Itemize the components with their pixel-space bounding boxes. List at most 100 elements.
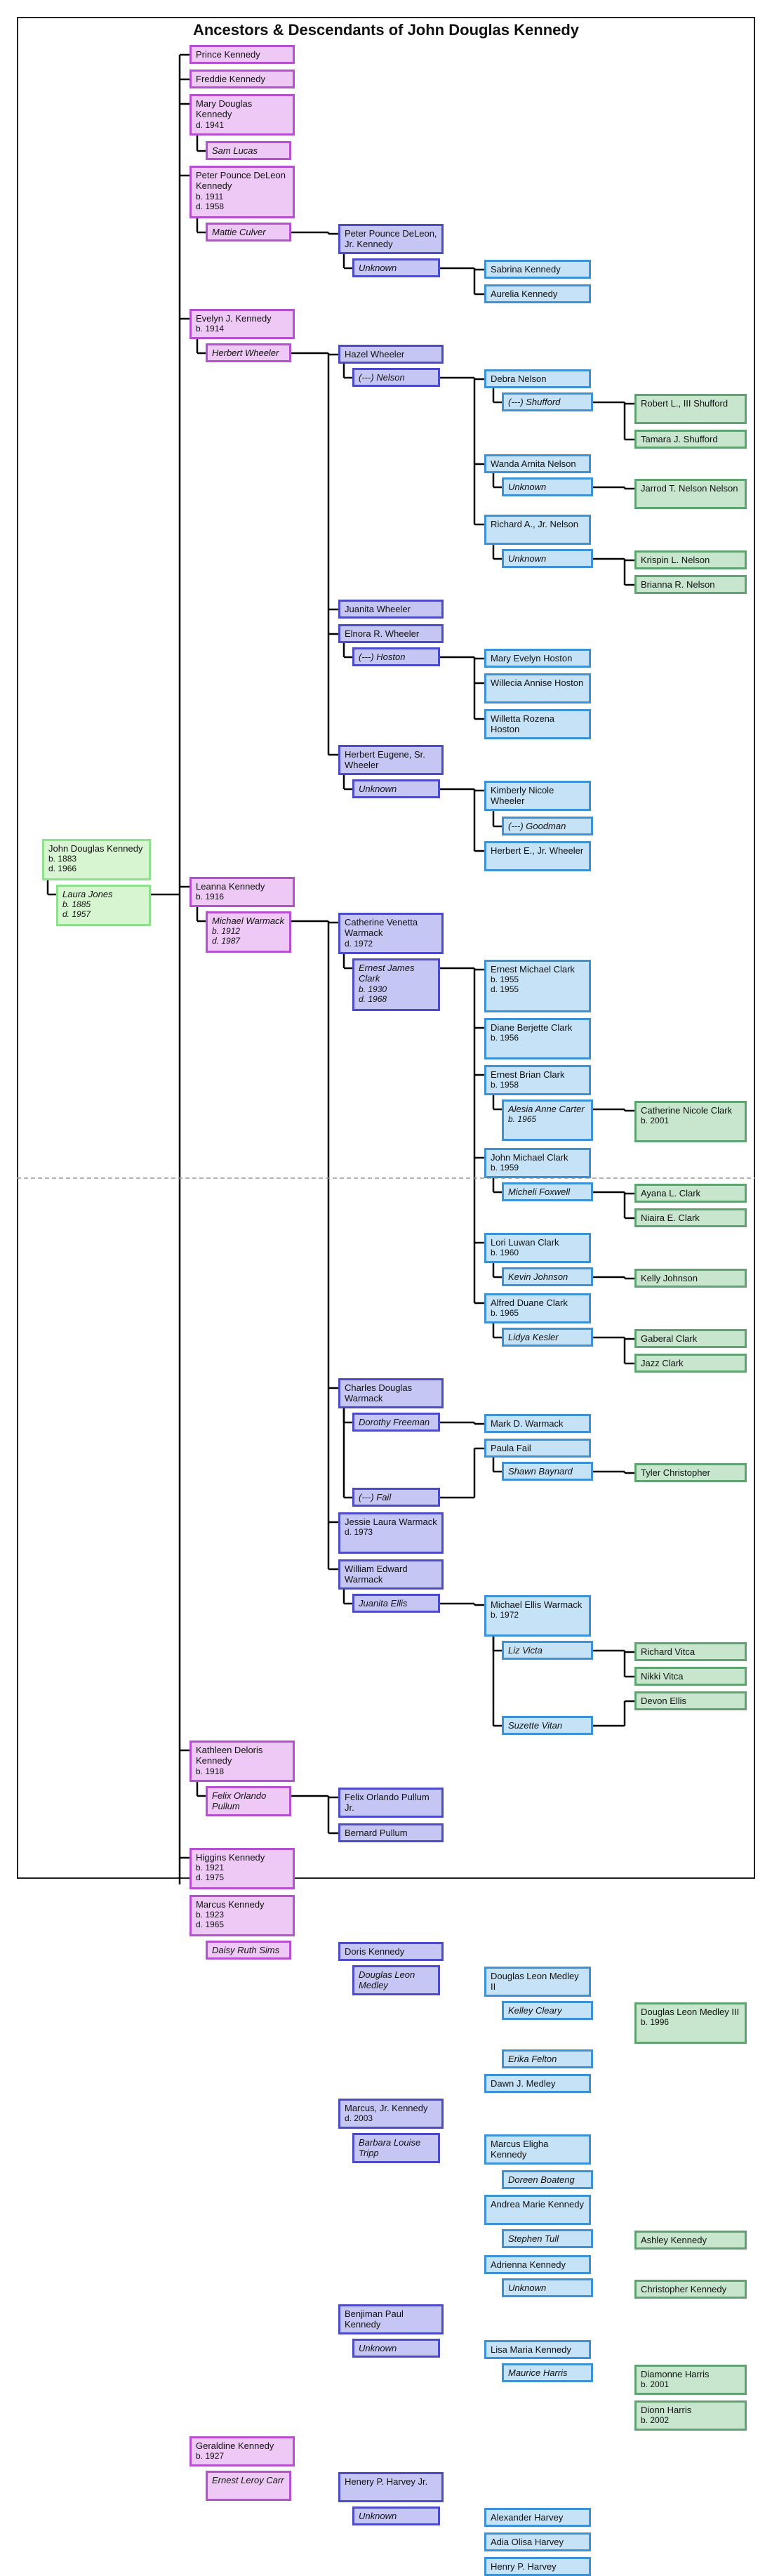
- person-box-paula-fail[interactable]: Paula Fail: [484, 1439, 591, 1458]
- spouse-box-mattie-culver[interactable]: Mattie Culver: [206, 223, 291, 242]
- spouse-box-erika-felton[interactable]: Erika Felton: [502, 2049, 593, 2068]
- person-box-gaberal-clark[interactable]: Gaberal Clark: [634, 1329, 747, 1348]
- person-box-richard-a-jr-nelson[interactable]: Richard A., Jr. Nelson: [484, 515, 591, 545]
- person-box-ashley-kennedy[interactable]: Ashley Kennedy: [634, 2231, 747, 2250]
- person-box-niaira-e-clark[interactable]: Niaira E. Clark: [634, 1208, 747, 1227]
- spouse-box-nelson[interactable]: (---) Nelson: [352, 368, 440, 387]
- person-box-richard-vitca[interactable]: Richard Vitca: [634, 1642, 747, 1661]
- spouse-box-unknown[interactable]: Unknown: [502, 2278, 593, 2297]
- person-box-kelly-johnson[interactable]: Kelly Johnson: [634, 1269, 747, 1288]
- person-box-jarrod-t-nelson-nelson[interactable]: Jarrod T. Nelson Nelson: [634, 479, 747, 509]
- spouse-box-kevin-johnson[interactable]: Kevin Johnson: [502, 1267, 593, 1286]
- person-box-henery-p-harvey-jr[interactable]: Henery P. Harvey Jr.: [338, 2472, 444, 2502]
- person-box-robert-l-iii-shufford[interactable]: Robert L., III Shufford: [634, 394, 747, 424]
- person-box-tamara-j-shufford[interactable]: Tamara J. Shufford: [634, 430, 747, 449]
- person-box-willecia-annise-hoston[interactable]: Willecia Annise Hoston: [484, 673, 591, 704]
- person-box-charles-douglas-warmack[interactable]: Charles Douglas Warmack: [338, 1378, 444, 1408]
- spouse-box-micheli-foxwell[interactable]: Micheli Foxwell: [502, 1182, 593, 1201]
- person-box-ayana-l-clark[interactable]: Ayana L. Clark: [634, 1184, 747, 1203]
- person-box-william-edward-warmack[interactable]: William Edward Warmack: [338, 1559, 444, 1590]
- spouse-box-fail[interactable]: (---) Fail: [352, 1488, 440, 1507]
- person-box-adia-olisa-harvey[interactable]: Adia Olisa Harvey: [484, 2532, 591, 2551]
- person-box-douglas-leon-medley-ii[interactable]: Douglas Leon Medley II: [484, 1967, 591, 1997]
- person-box-devon-ellis[interactable]: Devon Ellis: [634, 1691, 747, 1710]
- person-box-aurelia-kennedy[interactable]: Aurelia Kennedy: [484, 284, 591, 303]
- person-box-adrienna-kennedy[interactable]: Adrienna Kennedy: [484, 2255, 591, 2274]
- person-box-dawn-j-medley[interactable]: Dawn J. Medley: [484, 2074, 591, 2093]
- person-box-freddie-kennedy[interactable]: Freddie Kennedy: [189, 70, 295, 88]
- spouse-box-juanita-ellis[interactable]: Juanita Ellis: [352, 1594, 440, 1613]
- person-box-sabrina-kennedy[interactable]: Sabrina Kennedy: [484, 260, 591, 279]
- spouse-box-liz-victa[interactable]: Liz Victa: [502, 1641, 593, 1660]
- person-box-henry-p-harvey[interactable]: Henry P. Harvey: [484, 2557, 591, 2576]
- person-box-christopher-kennedy[interactable]: Christopher Kennedy: [634, 2280, 747, 2299]
- person-box-doris-kennedy[interactable]: Doris Kennedy: [338, 1942, 444, 1961]
- spouse-box-douglas-leon-medley[interactable]: Douglas Leon Medley: [352, 1965, 440, 1995]
- spouse-box-shawn-baynard[interactable]: Shawn Baynard: [502, 1462, 593, 1481]
- spouse-box-barbara-louise-tripp[interactable]: Barbara Louise Tripp: [352, 2133, 440, 2163]
- spouse-box-shufford[interactable]: (---) Shufford: [502, 392, 593, 411]
- spouse-box-suzette-vitan[interactable]: Suzette Vitan: [502, 1716, 593, 1735]
- spouse-box-hoston[interactable]: (---) Hoston: [352, 647, 440, 666]
- person-box-juanita-wheeler[interactable]: Juanita Wheeler: [338, 600, 444, 619]
- person-box-jazz-clark[interactable]: Jazz Clark: [634, 1354, 747, 1373]
- person-box-mary-evelyn-hoston[interactable]: Mary Evelyn Hoston: [484, 649, 591, 668]
- person-box-nikki-vitca[interactable]: Nikki Vitca: [634, 1667, 747, 1686]
- spouse-box-stephen-tull[interactable]: Stephen Tull: [502, 2229, 593, 2248]
- spouse-box-unknown[interactable]: Unknown: [352, 2506, 440, 2525]
- person-box-marcus-eligha-kennedy[interactable]: Marcus Eligha Kennedy: [484, 2134, 591, 2165]
- spouse-box-ernest-leroy-carr[interactable]: Ernest Leroy Carr: [206, 2471, 291, 2501]
- spouse-box-maurice-harris[interactable]: Maurice Harris: [502, 2363, 593, 2382]
- person-box-herbert-eugene-sr-wheeler[interactable]: Herbert Eugene, Sr. Wheeler: [338, 745, 444, 775]
- spouse-box-dorothy-freeman[interactable]: Dorothy Freeman: [352, 1413, 440, 1432]
- person-box-brianna-r-nelson[interactable]: Brianna R. Nelson: [634, 575, 747, 594]
- person-box-mark-d-warmack[interactable]: Mark D. Warmack: [484, 1414, 591, 1433]
- person-box-hazel-wheeler[interactable]: Hazel Wheeler: [338, 345, 444, 364]
- person-box-prince-kennedy[interactable]: Prince Kennedy: [189, 45, 295, 64]
- person-box-tyler-christopher[interactable]: Tyler Christopher: [634, 1463, 747, 1482]
- person-box-elnora-r-wheeler[interactable]: Elnora R. Wheeler: [338, 624, 444, 643]
- spouse-box-daisy-ruth-sims[interactable]: Daisy Ruth Sims: [206, 1941, 291, 1960]
- spouse-box-unknown[interactable]: Unknown: [502, 477, 593, 496]
- person-box-felix-orlando-pullum-jr[interactable]: Felix Orlando Pullum Jr.: [338, 1788, 444, 1818]
- person-box-benjiman-paul-kennedy[interactable]: Benjiman Paul Kennedy: [338, 2304, 444, 2334]
- spouse-box-unknown[interactable]: Unknown: [352, 779, 440, 798]
- person-box-peter-pounce-deleon-jr-kennedy[interactable]: Peter Pounce DeLeon, Jr. Kennedy: [338, 224, 444, 254]
- person-box-wanda-arnita-nelson[interactable]: Wanda Arnita Nelson: [484, 454, 591, 473]
- person-box-kimberly-nicole-wheeler[interactable]: Kimberly Nicole Wheeler: [484, 781, 591, 811]
- spouse-box-felix-orlando-pullum[interactable]: Felix Orlando Pullum: [206, 1786, 291, 1816]
- person-box-bernard-pullum[interactable]: Bernard Pullum: [338, 1823, 444, 1842]
- spouse-box-herbert-wheeler[interactable]: Herbert Wheeler: [206, 343, 291, 362]
- person-box-andrea-marie-kennedy[interactable]: Andrea Marie Kennedy: [484, 2195, 591, 2225]
- spouse-box-sam-lucas[interactable]: Sam Lucas: [206, 141, 291, 160]
- person-box-willetta-rozena-hoston[interactable]: Willetta Rozena Hoston: [484, 709, 591, 739]
- spouse-box-lidya-kesler[interactable]: Lidya Kesler: [502, 1328, 593, 1347]
- spouse-box-doreen-boateng[interactable]: Doreen Boateng: [502, 2170, 593, 2189]
- spouse-box-kelley-cleary[interactable]: Kelley Cleary: [502, 2001, 593, 2020]
- person-box-krispin-l-nelson[interactable]: Krispin L. Nelson: [634, 550, 747, 569]
- spouse-box-unknown[interactable]: Unknown: [352, 2339, 440, 2358]
- person-box-herbert-e-jr-wheeler[interactable]: Herbert E., Jr. Wheeler: [484, 841, 591, 871]
